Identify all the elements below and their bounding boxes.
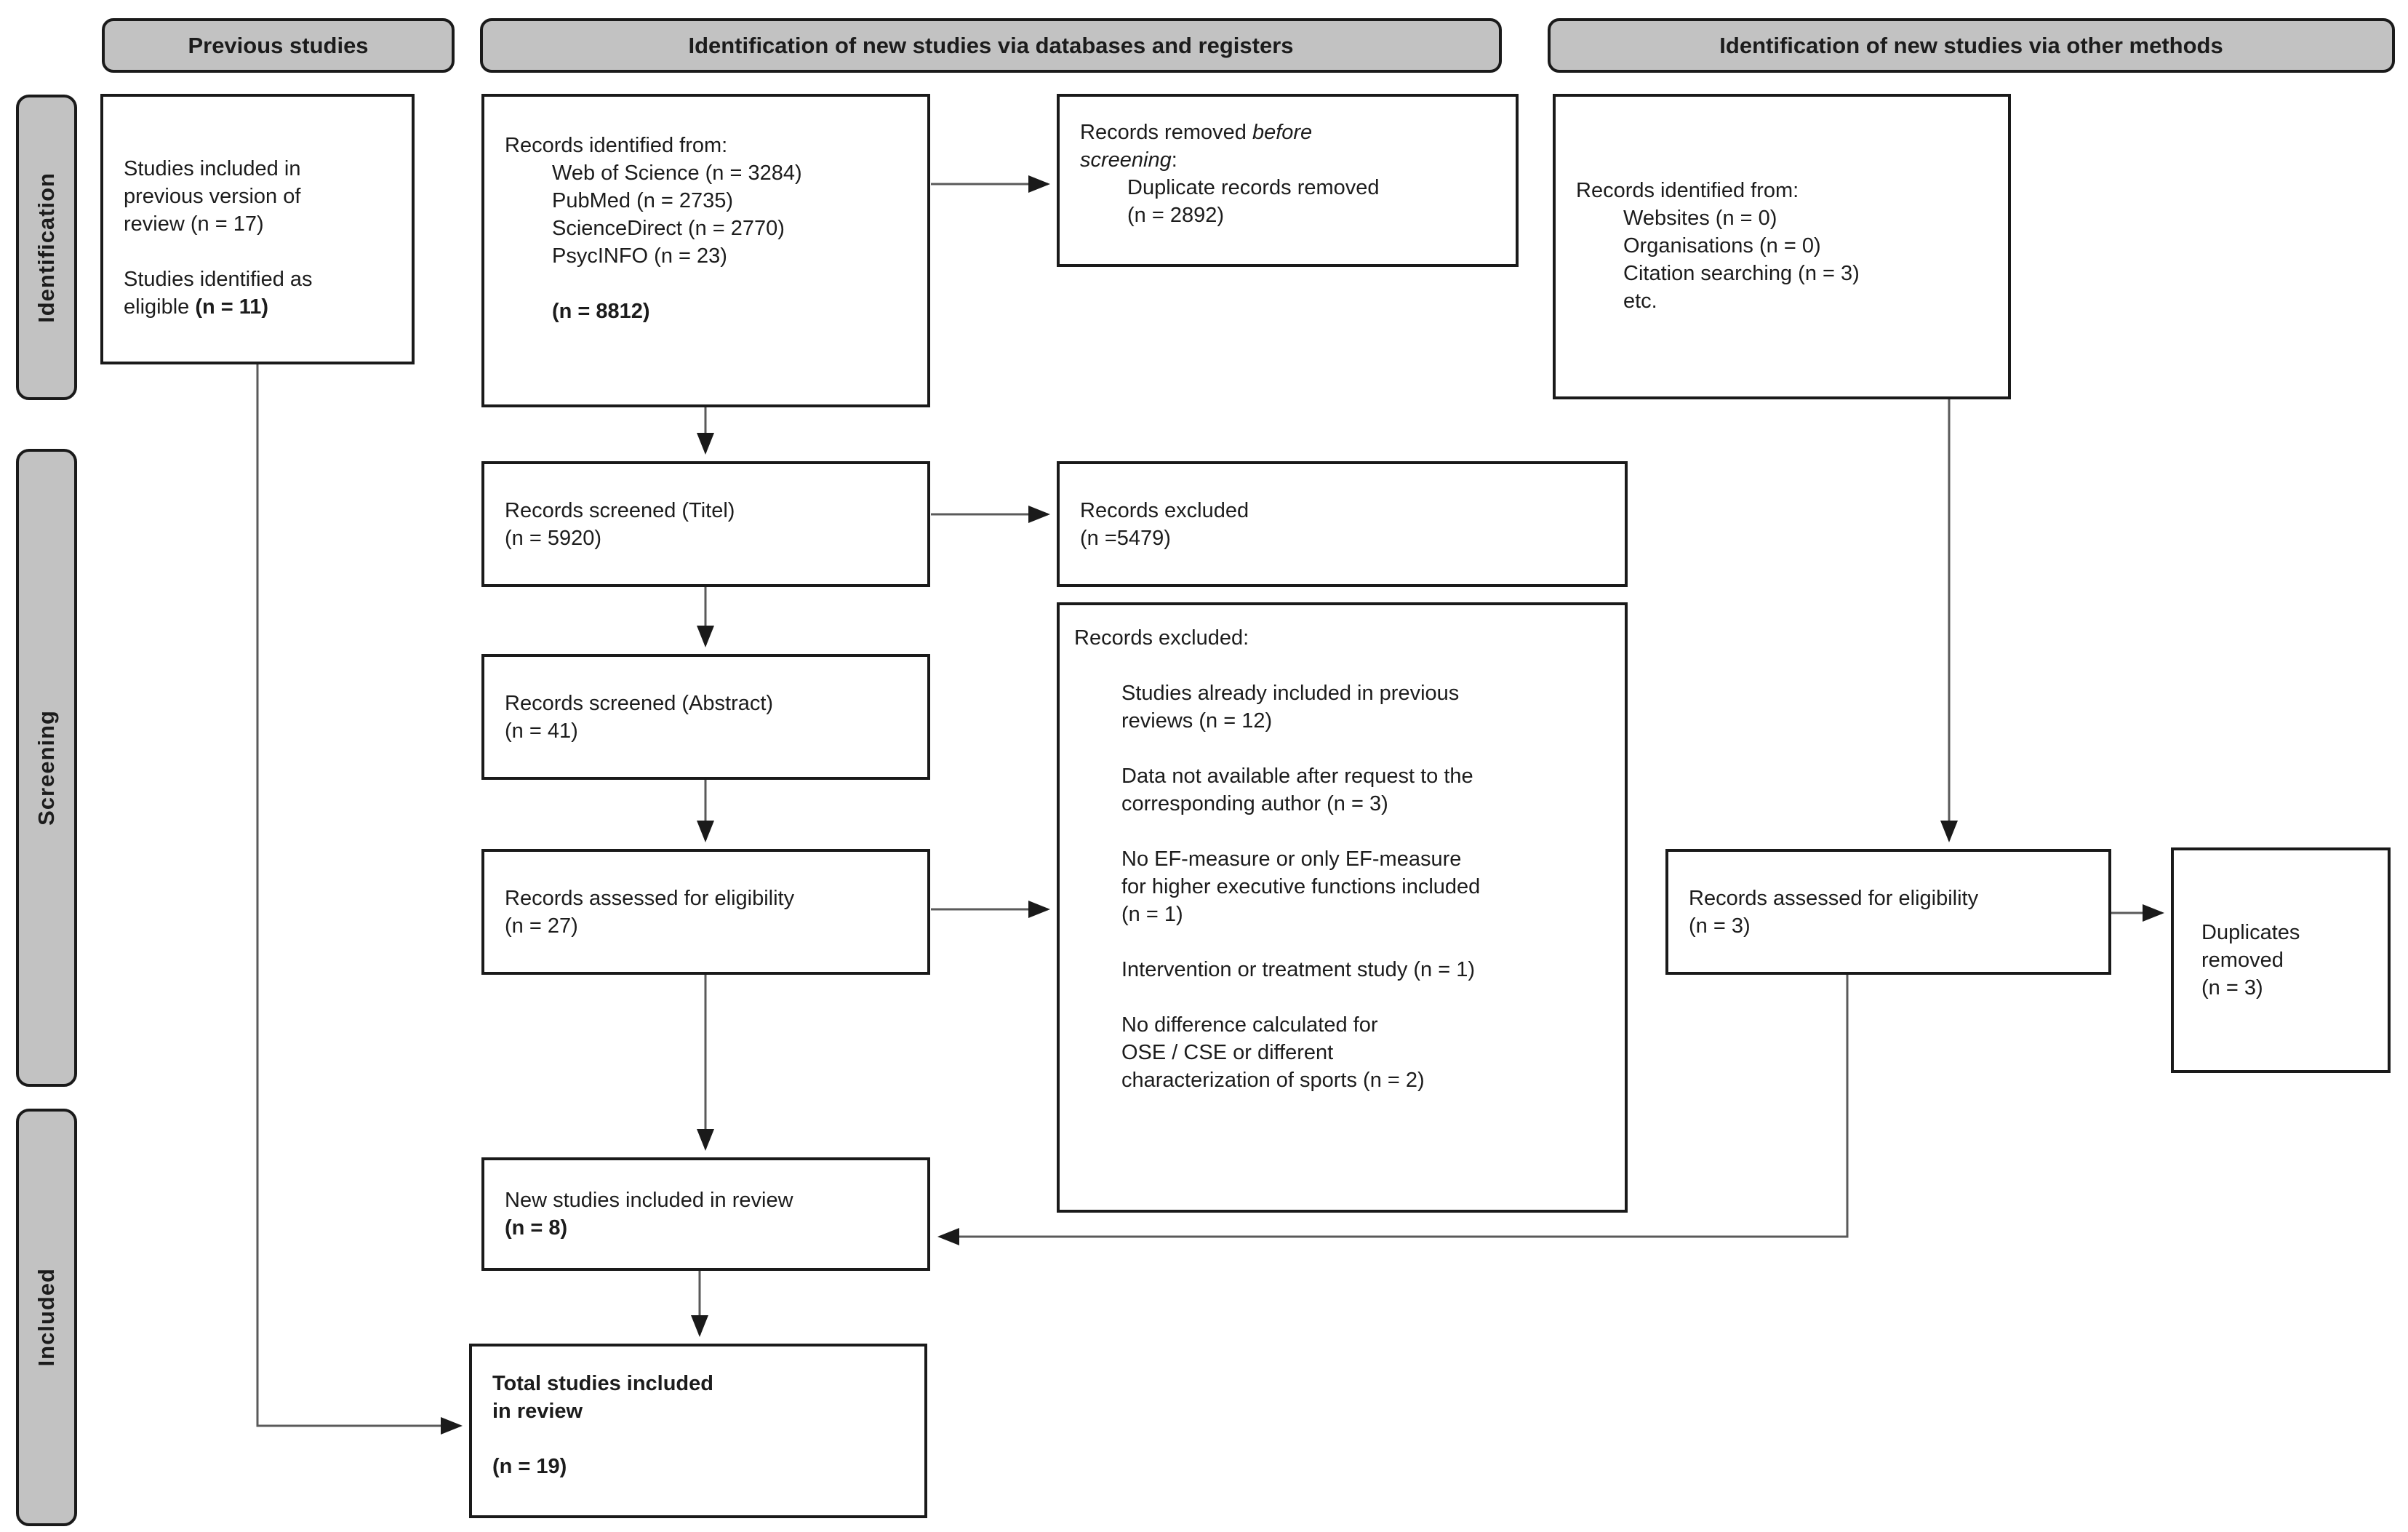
box-previous-studies: Studies included in previous version of … [100, 94, 415, 364]
text-line: OSE / CSE or different [1121, 1041, 1334, 1064]
box-records-excluded-title: Records excluded (n =5479) [1057, 461, 1628, 587]
spacer [1074, 652, 1610, 679]
text-line: (n = 3) [2201, 976, 2263, 1000]
text-line: No EF-measure or only EF-measure [1121, 847, 1462, 871]
text-line: review (n = 17) [124, 212, 264, 236]
phase-label-included: Included [33, 1268, 59, 1367]
spacer [505, 270, 913, 298]
text-line-total: (n = 19) [492, 1455, 567, 1478]
text-line: Studies already included in previous [1121, 682, 1460, 705]
text-line: Records excluded [1080, 498, 1249, 522]
text-line: (n = 41) [505, 719, 578, 743]
text-line: Records screened (Titel) [505, 498, 735, 522]
text-line: Records excluded: [1074, 626, 1249, 650]
text-line: PubMed (n = 2735) [552, 189, 734, 212]
text-line: Duplicate records removed [1127, 176, 1380, 199]
box-records-assessed-other: Records assessed for eligibility (n = 3) [1665, 849, 2111, 975]
spacer [1074, 928, 1610, 956]
box-records-identified-databases: Records identified from: Web of Science … [481, 94, 930, 407]
text-line: etc. [1623, 290, 1657, 313]
text-line: (n = 5920) [505, 526, 602, 550]
text-line: characterization of sports (n = 2) [1121, 1069, 1425, 1092]
header-other-methods: Identification of new studies via other … [1548, 18, 2395, 73]
text-line: Organisations (n = 0) [1623, 234, 1821, 258]
text-line: reviews (n = 12) [1121, 709, 1273, 733]
text-line: Web of Science (n = 3284) [552, 161, 802, 185]
text-line: Studies included in [124, 157, 301, 180]
box-records-excluded-reasons: Records excluded: Studies already includ… [1057, 602, 1628, 1213]
text-line: Intervention or treatment study (n = 1) [1121, 958, 1475, 981]
spacer [492, 1425, 910, 1453]
text-line: (n = 27) [505, 914, 578, 938]
text-line: (n =5479) [1080, 526, 1171, 550]
spacer [1074, 735, 1610, 762]
phase-bar-included: Included [16, 1109, 77, 1526]
header-databases-registers: Identification of new studies via databa… [480, 18, 1502, 73]
box-records-identified-other: Records identified from: Websites (n = 0… [1553, 94, 2011, 399]
header-previous-studies-label: Previous studies [188, 32, 369, 58]
box-duplicates-removed: Duplicates removed (n = 3) [2171, 847, 2391, 1073]
text-line: Duplicates [2201, 921, 2300, 944]
text-line: corresponding author (n = 3) [1121, 792, 1388, 815]
text-line: PsycINFO (n = 23) [552, 244, 727, 268]
phase-label-screening: Screening [33, 710, 59, 826]
text-line: Records identified from: [505, 134, 728, 157]
text-line: (n = 1) [1121, 903, 1183, 926]
text-line: Websites (n = 0) [1623, 207, 1777, 230]
box-records-screened-title: Records screened (Titel) (n = 5920) [481, 461, 930, 587]
box-records-screened-abstract: Records screened (Abstract) (n = 41) [481, 654, 930, 780]
text-line: screening: [1080, 148, 1177, 172]
text-line: Records assessed for eligibility [1689, 886, 1979, 910]
spacer [1074, 818, 1610, 845]
box-records-assessed-databases: Records assessed for eligibility (n = 27… [481, 849, 930, 975]
box-new-studies-included: New studies included in review (n = 8) [481, 1157, 930, 1271]
text-line: removed [2201, 949, 2284, 972]
text-line: (n = 3) [1689, 914, 1751, 938]
text-line: previous version of [124, 185, 301, 208]
header-databases-registers-label: Identification of new studies via databa… [688, 32, 1294, 58]
text-line: ScienceDirect (n = 2770) [552, 217, 785, 240]
text-line: Records removed before [1080, 121, 1313, 144]
box-total-studies-included: Total studies included in review (n = 19… [469, 1344, 927, 1518]
text-line-total: (n = 8812) [552, 300, 650, 323]
text-line: eligible (n = 11) [124, 295, 269, 319]
phase-bar-identification: Identification [16, 95, 77, 400]
text-line: New studies included in review [505, 1189, 793, 1212]
text-line: for higher executive functions included [1121, 875, 1481, 898]
header-previous-studies: Previous studies [102, 18, 455, 73]
phase-label-identification: Identification [33, 172, 59, 323]
header-other-methods-label: Identification of new studies via other … [1719, 32, 2223, 58]
text-line: Citation searching (n = 3) [1623, 262, 1860, 285]
arrow-previous-to-total [256, 364, 463, 1435]
box-records-removed-before-screening: Records removed before screening: Duplic… [1057, 94, 1519, 267]
text-line: No difference calculated for [1121, 1013, 1378, 1037]
text-line: Data not available after request to the [1121, 765, 1473, 788]
text-line: Records screened (Abstract) [505, 691, 774, 715]
text-line-total: (n = 8) [505, 1216, 568, 1240]
spacer [124, 238, 397, 266]
phase-bar-screening: Screening [16, 449, 77, 1087]
text-line: Total studies included [492, 1372, 713, 1395]
text-line: Records identified from: [1576, 179, 1799, 202]
text-line: Studies identified as [124, 268, 313, 291]
text-line: Records assessed for eligibility [505, 886, 795, 910]
spacer [1074, 984, 1610, 1011]
text-line: in review [492, 1400, 583, 1423]
text-line: (n = 2892) [1127, 204, 1225, 227]
